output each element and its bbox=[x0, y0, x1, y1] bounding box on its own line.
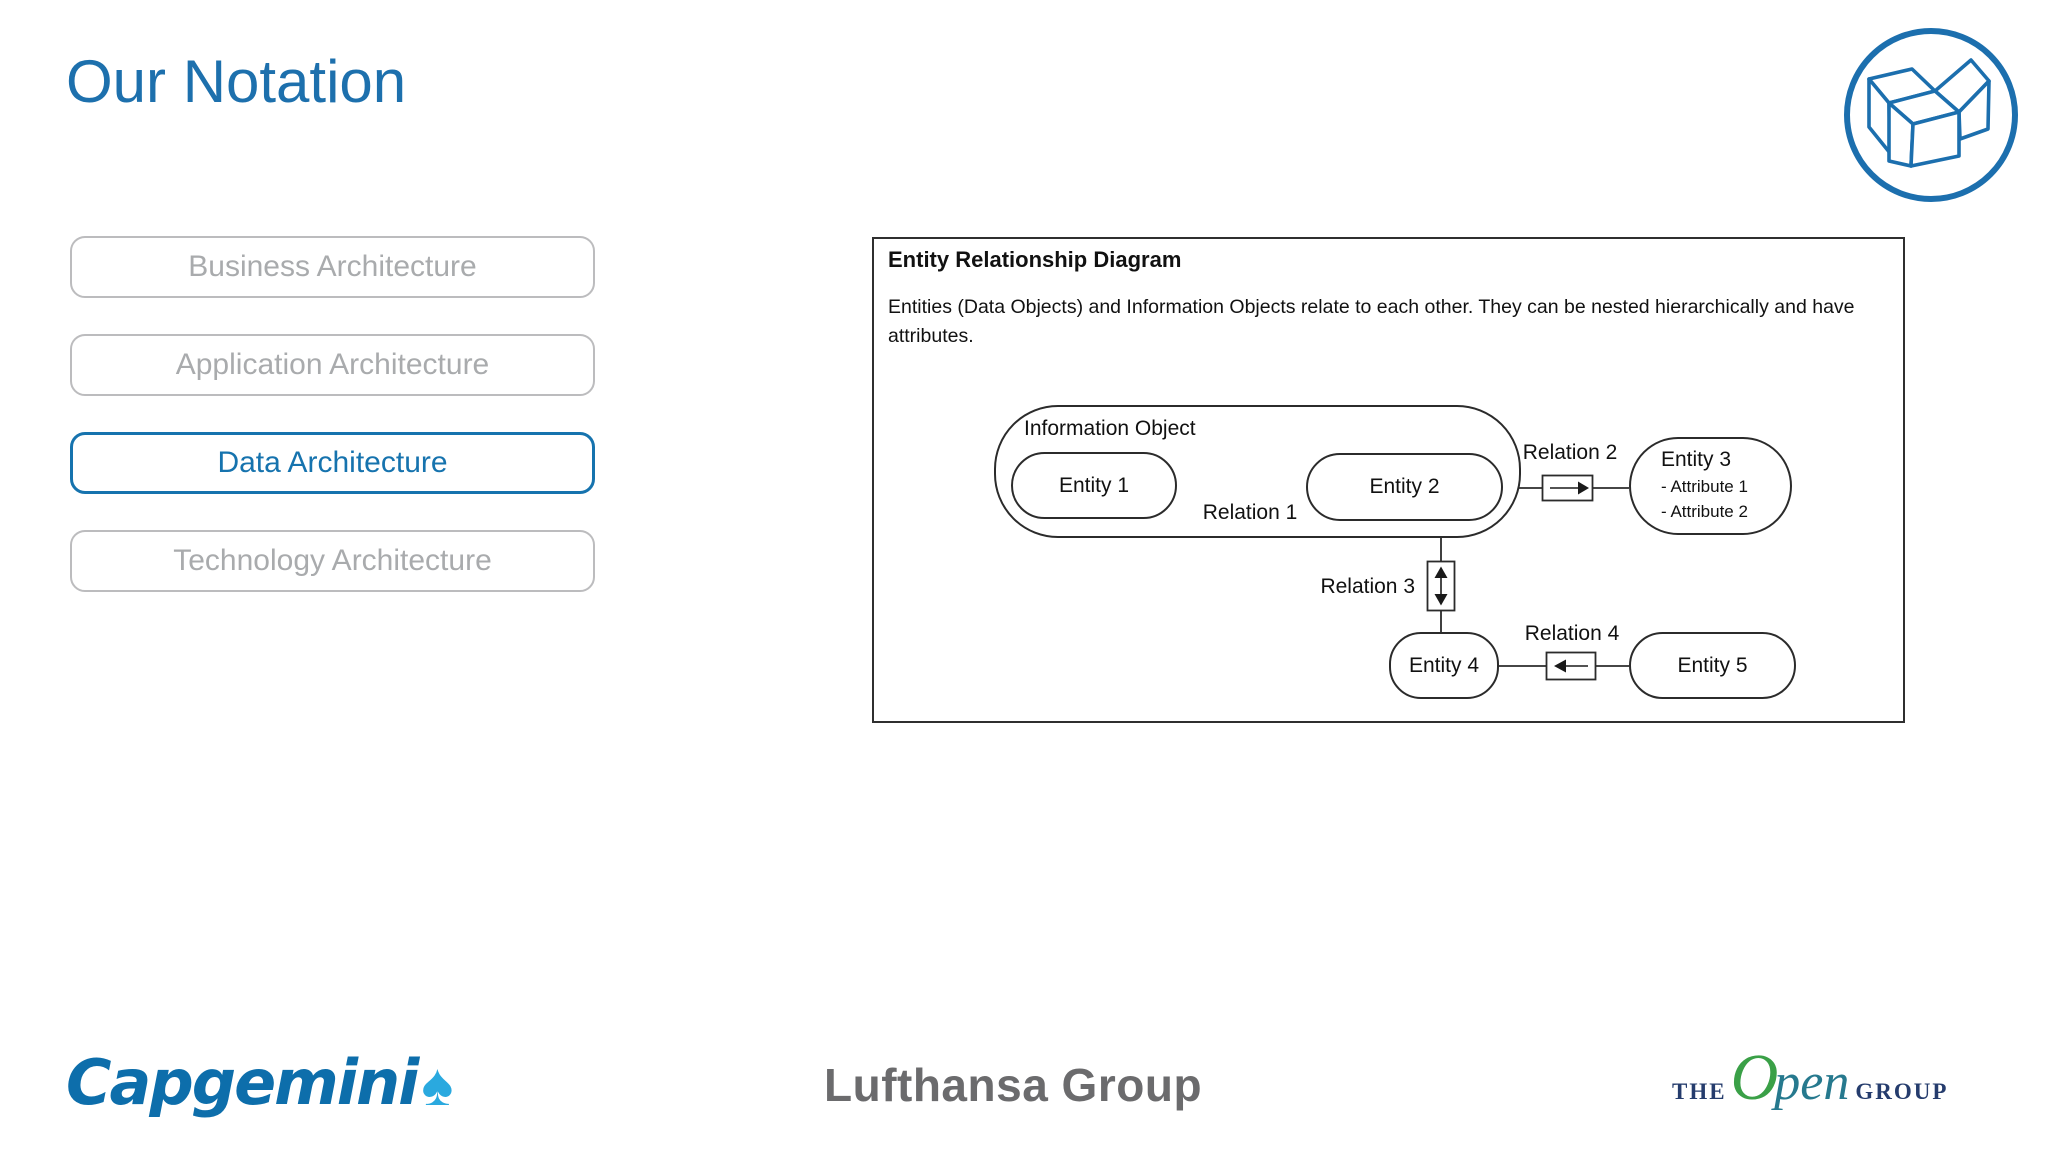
entity-5-node: Entity 5 bbox=[1629, 632, 1796, 699]
entity-attribute: - Attribute 1 bbox=[1661, 477, 1748, 496]
open-group-group: GROUP bbox=[1855, 1079, 1949, 1104]
nav-button-business-architecture[interactable]: Business Architecture bbox=[70, 236, 595, 298]
nav-button-label: Business Architecture bbox=[188, 250, 477, 283]
entity-2-node: Entity 2 bbox=[1306, 453, 1503, 521]
relation-1-label: Relation 1 bbox=[1202, 501, 1298, 524]
arrow-up-icon bbox=[1434, 566, 1448, 578]
panel-heading: Entity Relationship Diagram bbox=[888, 247, 1182, 272]
open-group-logo: THE O pen GROUP bbox=[1672, 1040, 1948, 1116]
arrow-right-icon bbox=[1578, 481, 1589, 495]
nav-button-label: Application Architecture bbox=[175, 348, 490, 381]
arrow-left-icon bbox=[1554, 659, 1566, 673]
nav-button-data-architecture[interactable]: Data Architecture bbox=[70, 432, 595, 494]
relation-2-connector-box bbox=[1541, 474, 1594, 502]
entity-3-node: Entity 3 - Attribute 1 - Attribute 2 bbox=[1629, 437, 1792, 535]
open-group-pen: pen bbox=[1774, 1054, 1850, 1111]
entity-4-node: Entity 4 bbox=[1389, 632, 1499, 699]
relation-2-label: Relation 2 bbox=[1522, 441, 1618, 464]
nav-button-label: Technology Architecture bbox=[173, 544, 492, 577]
page-title: Our Notation bbox=[66, 48, 407, 115]
open-group-the: THE bbox=[1672, 1079, 1727, 1104]
information-object-label: Information Object bbox=[1024, 417, 1196, 440]
entity-label: Entity 5 bbox=[1677, 653, 1748, 677]
entity-label: Entity 3 bbox=[1661, 448, 1732, 471]
arrow-down-icon bbox=[1434, 594, 1448, 606]
relation-4-label: Relation 4 bbox=[1524, 622, 1620, 645]
cubes-icon bbox=[1844, 28, 2018, 202]
spade-icon: ♠ bbox=[421, 1051, 454, 1118]
entity-label: Entity 1 bbox=[1058, 473, 1130, 497]
entity-1-node: Entity 1 bbox=[1011, 452, 1177, 519]
nav-button-application-architecture[interactable]: Application Architecture bbox=[70, 334, 595, 396]
lufthansa-group-logo: Lufthansa Group bbox=[824, 1059, 1203, 1111]
panel-description: Entities (Data Objects) and Information … bbox=[888, 296, 1855, 347]
entity-label: Entity 4 bbox=[1408, 653, 1480, 677]
open-group-o: O bbox=[1730, 1041, 1779, 1114]
relation-3-label: Relation 3 bbox=[1320, 575, 1415, 598]
architecture-nav: Business Architecture Application Archit… bbox=[70, 236, 595, 628]
capgemini-logo-text: Capgemini bbox=[66, 1046, 419, 1119]
capgemini-logo: Capgemini ♠ bbox=[66, 1044, 453, 1122]
entity-attribute: - Attribute 2 bbox=[1661, 502, 1748, 521]
relation-3-connector-box bbox=[1426, 560, 1456, 612]
entity-label: Entity 2 bbox=[1369, 475, 1440, 498]
nav-button-technology-architecture[interactable]: Technology Architecture bbox=[70, 530, 595, 592]
nav-button-label: Data Architecture bbox=[217, 446, 448, 479]
relation-4-connector-box bbox=[1545, 651, 1597, 681]
entity-relationship-panel: Entity Relationship Diagram Entities (Da… bbox=[872, 237, 1905, 723]
